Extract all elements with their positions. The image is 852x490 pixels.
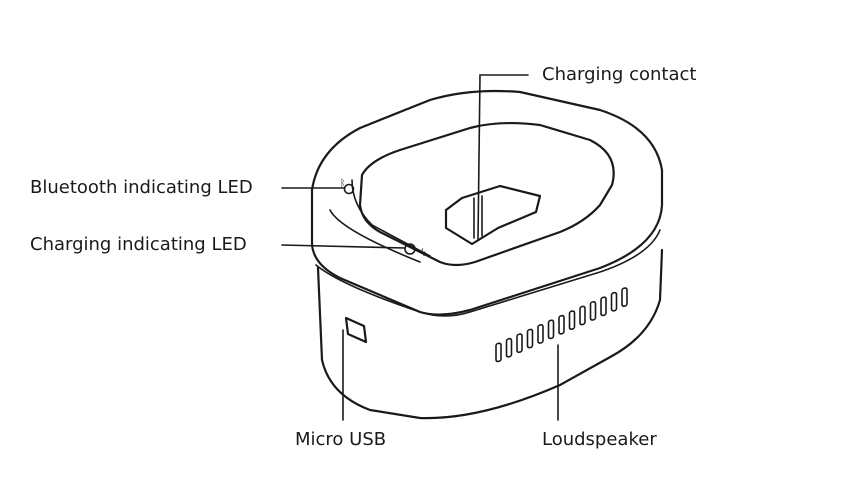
speaker-slot <box>610 291 618 312</box>
leader-charging-led <box>281 244 406 249</box>
label-charging-led: Charging indicating LED <box>30 234 247 255</box>
speaker-grille <box>495 287 628 363</box>
charging-contact-block <box>444 184 542 246</box>
speaker-slot <box>558 314 565 335</box>
speaker-slot <box>600 296 607 317</box>
bluetooth-led <box>343 183 355 195</box>
label-micro-usb: Micro USB <box>295 429 387 450</box>
shell-seam <box>315 229 661 317</box>
speaker-slot <box>537 324 544 344</box>
speaker-slot <box>495 342 502 363</box>
speaker-slot <box>579 305 586 326</box>
speaker-slot <box>589 301 597 321</box>
charging-bay <box>358 122 615 267</box>
label-loudspeaker: Loudspeaker <box>542 429 657 450</box>
label-bluetooth-led: Bluetooth indicating LED <box>30 177 253 198</box>
speaker-slot <box>621 287 628 308</box>
dock-base-outline <box>316 248 664 420</box>
leader-lines <box>281 74 559 421</box>
speaker-slot <box>568 310 576 331</box>
bluetooth-icon: ᛒ <box>340 178 345 189</box>
leader-charging-contact <box>477 74 529 241</box>
speaker-slot <box>526 328 534 349</box>
speaker-slot <box>547 319 555 340</box>
micro-usb-port <box>344 316 368 344</box>
lightning-icon: ϟ <box>420 248 427 259</box>
dock-body: ᛒ ϟ <box>310 89 664 420</box>
charging-led <box>404 243 416 255</box>
charging-contact-pin <box>473 195 483 239</box>
label-charging-contact: Charging contact <box>542 64 697 85</box>
speaker-slot <box>505 337 513 358</box>
speaker-slot <box>516 333 523 354</box>
front-face-edge <box>329 209 421 263</box>
